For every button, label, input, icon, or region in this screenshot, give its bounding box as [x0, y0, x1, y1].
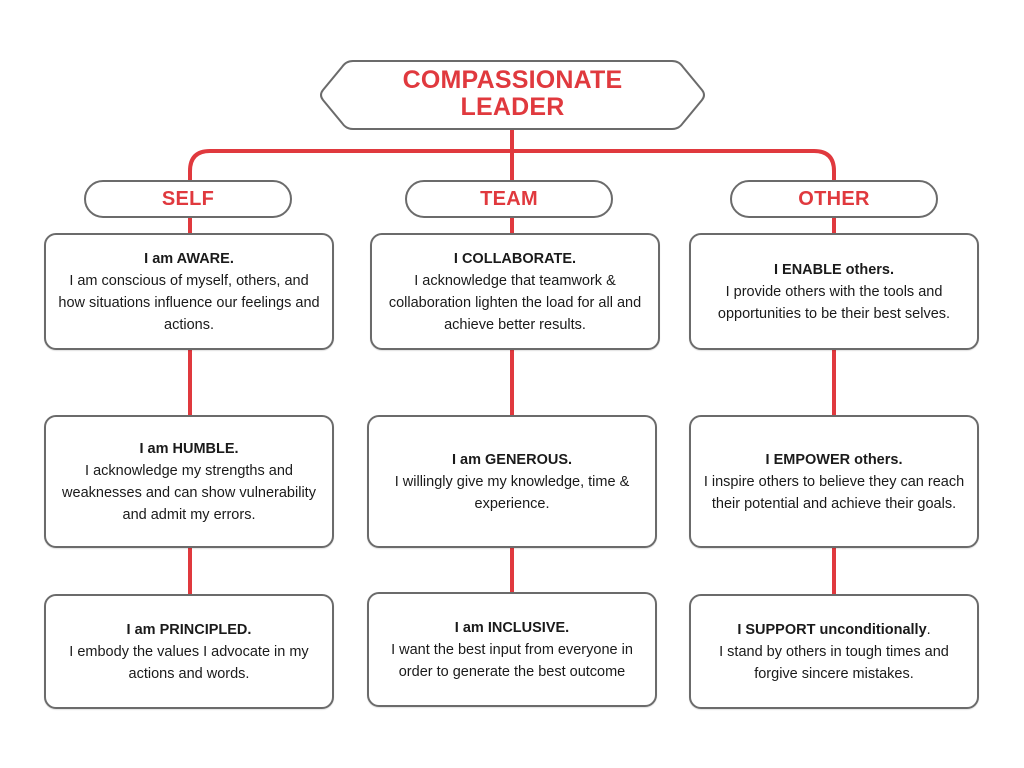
- category-label: OTHER: [798, 187, 870, 210]
- trait-title: I ENABLE others.: [773, 261, 895, 278]
- category-pill-self: SELF: [84, 180, 292, 218]
- trait-title: I COLLABORATE.: [453, 250, 577, 267]
- trait-title: I am INCLUSIVE.: [454, 619, 570, 636]
- category-pill-team: TEAM: [405, 180, 613, 218]
- trait-description: I acknowledge that teamwork & collaborat…: [388, 272, 642, 333]
- trait-box-generous: I am GENEROUS. I willingly give my knowl…: [367, 415, 657, 548]
- trait-box-principled: I am PRINCIPLED. I embody the values I a…: [44, 594, 334, 709]
- trait-description: I acknowledge my strengths and weaknesse…: [62, 462, 316, 523]
- trait-description: I embody the values I advocate in my act…: [69, 643, 309, 682]
- trait-box-humble: I am HUMBLE. I acknowledge my strengths …: [44, 415, 334, 548]
- trait-box-empower: I EMPOWER others. I inspire others to be…: [689, 415, 979, 548]
- trait-title: I EMPOWER others.: [765, 451, 903, 468]
- trait-box-collaborate: I COLLABORATE. I acknowledge that teamwo…: [370, 233, 660, 350]
- trait-title: I SUPPORT unconditionally.: [737, 621, 931, 638]
- trait-description: I provide others with the tools and oppo…: [717, 283, 951, 322]
- hexagon-shape: [320, 60, 705, 130]
- category-label: SELF: [161, 187, 215, 210]
- connector-root-to-self: [188, 149, 512, 182]
- trait-box-enable: I ENABLE others. I provide others with t…: [689, 233, 979, 350]
- root-node-compassionate-leader: COMPASSIONATE LEADER: [319, 59, 706, 131]
- root-title: COMPASSIONATE LEADER: [319, 67, 706, 121]
- trait-description: I stand by others in tough times and for…: [719, 643, 949, 682]
- root-title-line2: LEADER: [460, 93, 565, 121]
- root-title-line1: COMPASSIONATE: [402, 66, 623, 94]
- trait-box-inclusive: I am INCLUSIVE. I want the best input fr…: [367, 592, 657, 707]
- trait-description: I want the best input from everyone in o…: [391, 641, 633, 680]
- category-pill-other: OTHER: [730, 180, 938, 218]
- trait-title: I am AWARE.: [144, 250, 234, 267]
- trait-title: I am HUMBLE.: [139, 440, 239, 457]
- trait-description: I am conscious of myself, others, and ho…: [58, 272, 320, 333]
- connector-root-to-other: [512, 149, 836, 182]
- trait-title: I am PRINCIPLED.: [126, 621, 252, 638]
- trait-box-support: I SUPPORT unconditionally. I stand by ot…: [689, 594, 979, 709]
- trait-description: I inspire others to believe they can rea…: [703, 473, 965, 512]
- trait-title: I am GENEROUS.: [451, 451, 573, 468]
- category-label: TEAM: [480, 187, 538, 210]
- trait-description: I willingly give my knowledge, time & ex…: [394, 473, 630, 512]
- trait-box-aware: I am AWARE. I am conscious of myself, ot…: [44, 233, 334, 350]
